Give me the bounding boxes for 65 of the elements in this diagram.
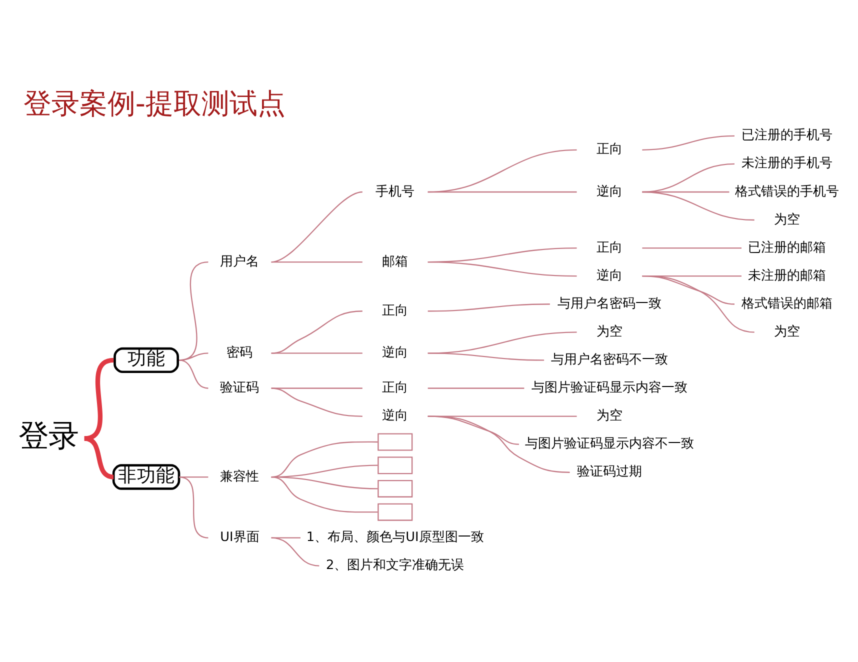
node-box [378, 503, 413, 521]
node-text: 正向 [382, 380, 408, 396]
node-text: 验证码 [220, 380, 260, 396]
connector [271, 352, 362, 354]
connector [178, 262, 208, 361]
node-box [378, 456, 413, 474]
node-text: 逆向 [596, 268, 622, 284]
node-text: 与用户名密码不一致 [550, 352, 668, 368]
node-text: 未注册的手机号 [742, 156, 833, 172]
connector [271, 310, 362, 354]
connector [428, 191, 577, 193]
connector [271, 388, 362, 389]
node-box: 功能 [114, 347, 179, 374]
node-text: 为空 [774, 212, 800, 228]
node-box: 非功能 [112, 464, 180, 490]
connector [271, 441, 378, 478]
node-text: 为空 [596, 324, 622, 340]
connector [271, 537, 320, 566]
node-box [378, 433, 413, 451]
connector [178, 476, 208, 538]
node-text: 1、布局、颜色与UI原型图一致 [306, 530, 484, 546]
connector [178, 360, 208, 389]
node-text: 与图片验证码显示内容不一致 [524, 436, 694, 452]
connector [428, 149, 577, 193]
node-text: 正向 [382, 303, 408, 318]
node-text: 与图片验证码显示内容一致 [531, 380, 688, 396]
connector [642, 247, 742, 249]
node-text: 正向 [596, 240, 622, 256]
node-text: 已注册的邮箱 [748, 240, 826, 256]
connector [271, 537, 300, 538]
node-text: 登录 [18, 418, 79, 453]
connector [428, 352, 544, 361]
node-text: 手机号 [376, 184, 415, 200]
node-text: 逆向 [382, 345, 408, 360]
connector [271, 262, 362, 263]
connector [271, 191, 363, 263]
node-text: 2、图片和文字准确无误 [326, 558, 464, 574]
node-text: 兼容性 [220, 469, 260, 484]
node-text: 已注册的手机号 [742, 128, 833, 144]
node-text: 验证码过期 [576, 464, 642, 480]
connector [642, 191, 754, 221]
node-text: UI界面 [220, 530, 260, 546]
node-text: 与用户名密码一致 [557, 296, 662, 312]
node-text: 格式错误的手机号 [735, 184, 840, 200]
connector [271, 388, 362, 417]
connector [178, 352, 208, 361]
node-text: 格式错误的邮箱 [742, 296, 833, 312]
connector [428, 388, 524, 389]
connector [642, 135, 734, 150]
connector [428, 304, 550, 312]
node-text: 未注册的邮箱 [748, 268, 826, 284]
node-text: 密码 [226, 345, 253, 360]
node-text: 邮箱 [382, 254, 408, 270]
node-box [378, 480, 413, 498]
connector [428, 416, 570, 473]
node-text: 为空 [774, 324, 800, 340]
connector [642, 276, 754, 333]
diagram-title: 登录案例-提取测试点 [23, 86, 286, 120]
connector [271, 476, 378, 513]
node-text: 逆向 [382, 408, 408, 424]
node-text: 用户名 [220, 254, 260, 270]
node-text: 正向 [596, 142, 622, 158]
node-text: 为空 [596, 408, 622, 424]
node-text: 逆向 [596, 184, 622, 200]
connector [428, 262, 577, 277]
